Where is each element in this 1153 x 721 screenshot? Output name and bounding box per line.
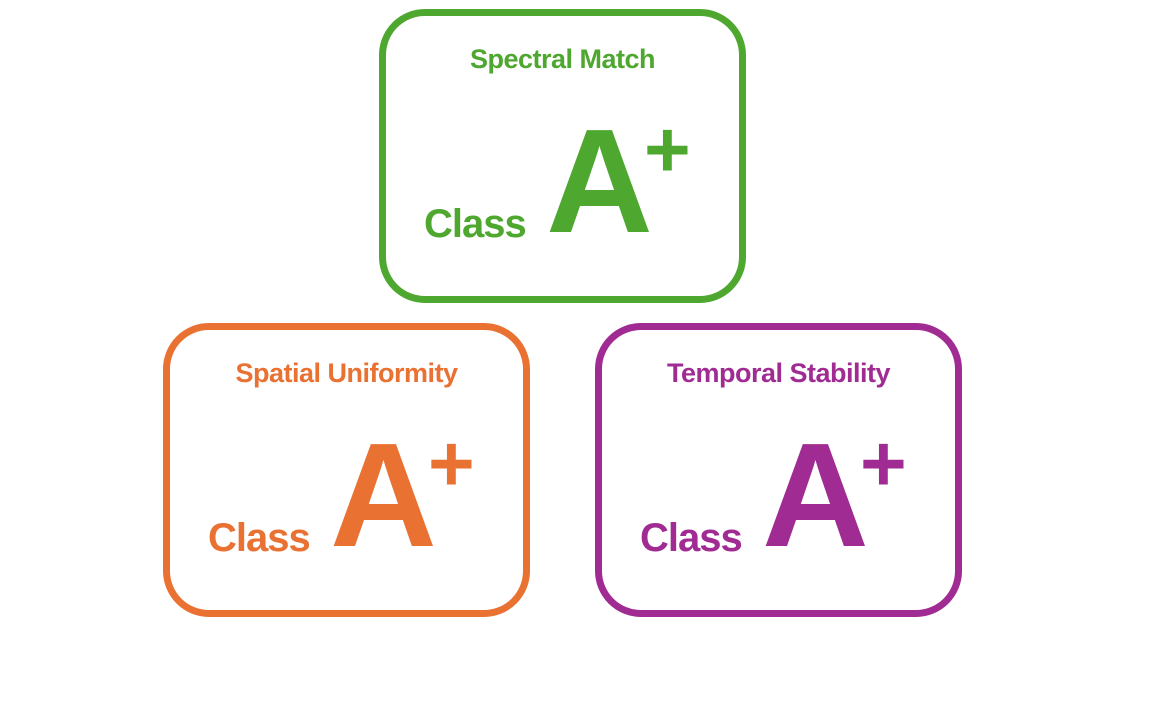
card-title: Spatial Uniformity bbox=[235, 358, 458, 388]
grade-letter: A bbox=[546, 99, 653, 264]
spatial-uniformity-card: Spatial Uniformity Class A + bbox=[163, 323, 530, 617]
grade-letter: A bbox=[762, 413, 869, 578]
class-label: Class bbox=[208, 516, 311, 560]
grade-letter: A bbox=[330, 413, 437, 578]
grade-modifier: + bbox=[644, 105, 691, 194]
temporal-stability-card: Temporal Stability Class A + bbox=[595, 323, 962, 617]
class-label: Class bbox=[640, 516, 743, 560]
grade-modifier: + bbox=[860, 419, 907, 508]
card-title: Temporal Stability bbox=[666, 358, 891, 388]
class-label: Class bbox=[424, 202, 527, 246]
card-title: Spectral Match bbox=[469, 44, 656, 74]
spectral-match-card: Spectral Match Class A + bbox=[379, 9, 746, 303]
grade-modifier: + bbox=[428, 419, 475, 508]
